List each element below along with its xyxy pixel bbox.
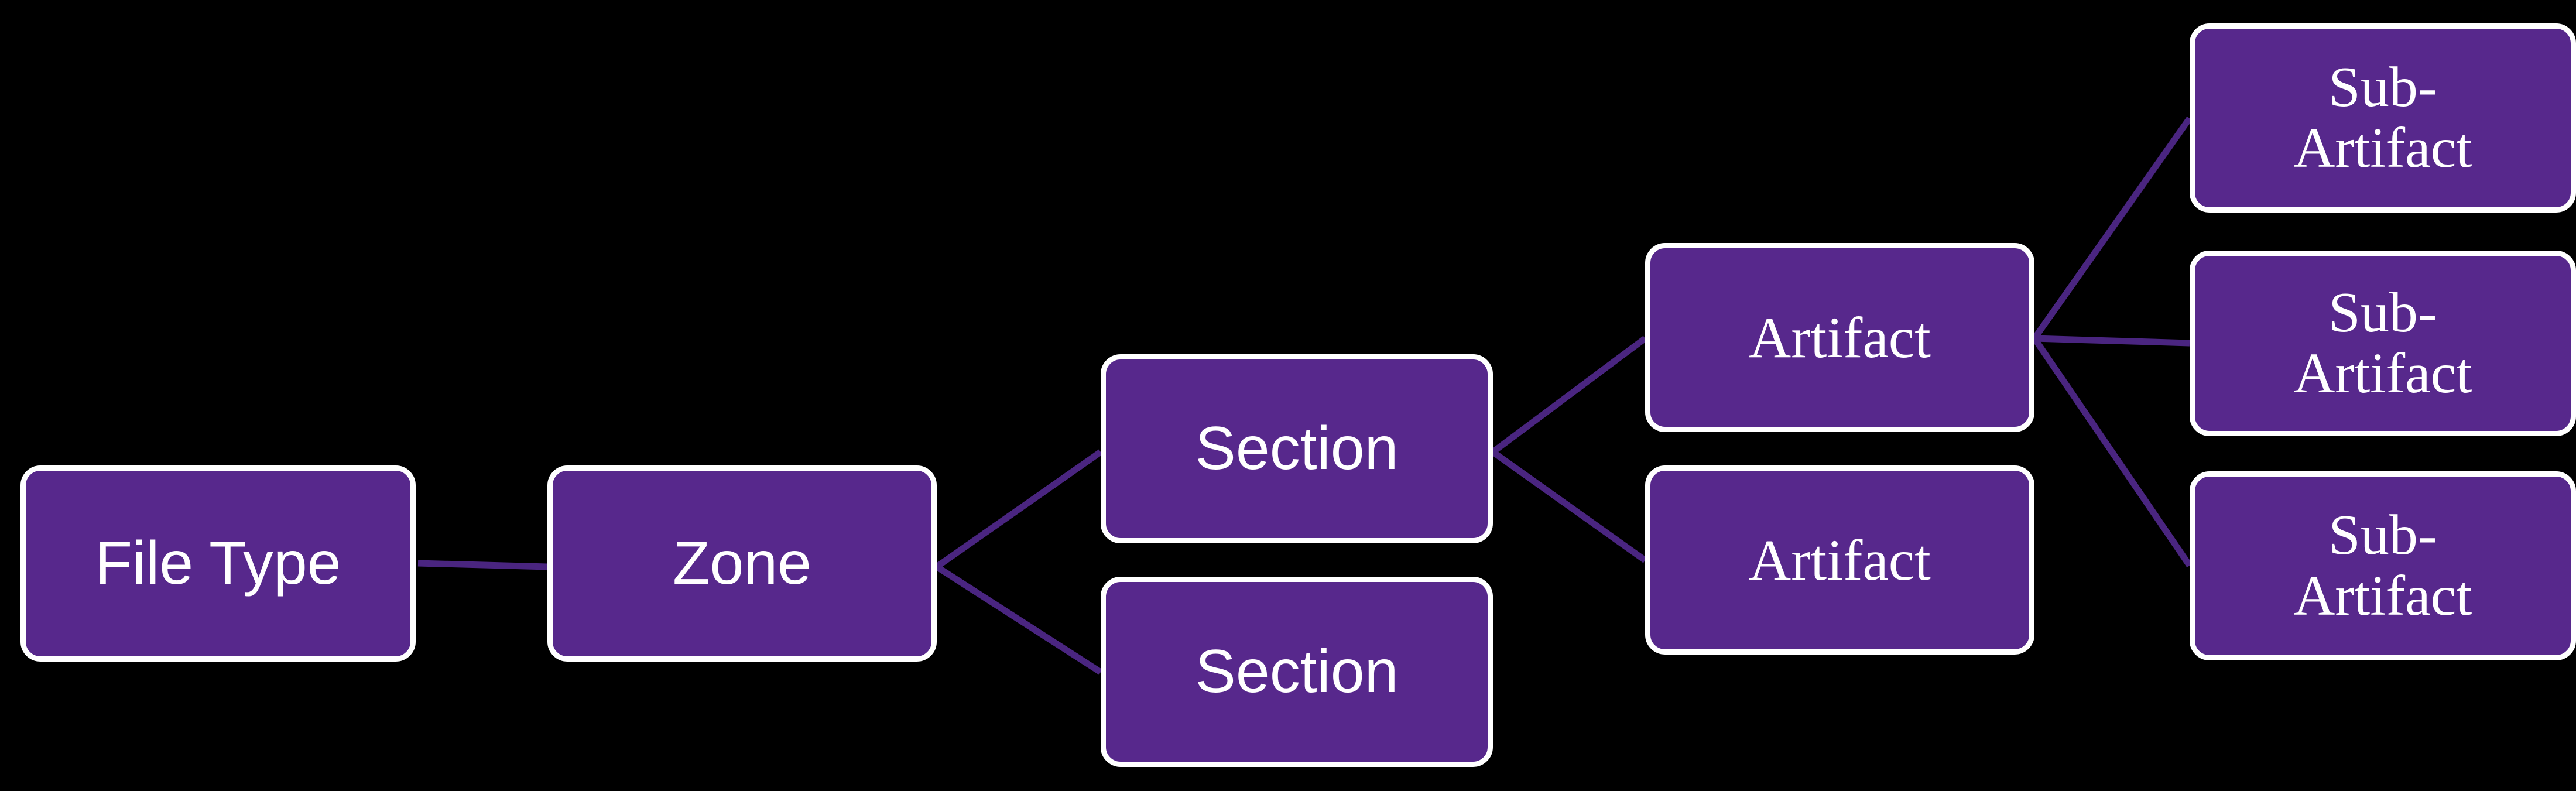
node-label-file-type: File Type <box>95 529 341 598</box>
node-label-artifact-2: Artifact <box>1749 527 1931 593</box>
node-file-type[interactable]: File Type <box>20 465 416 662</box>
node-label-section-1: Section <box>1195 415 1399 483</box>
node-sub-artifact-1[interactable]: Sub- Artifact <box>2190 23 2576 213</box>
node-section-2[interactable]: Section <box>1101 577 1493 767</box>
edge-artifact1-sub3 <box>2032 336 2193 568</box>
edge-zone-section1 <box>934 449 1103 570</box>
node-artifact-1[interactable]: Artifact <box>1645 243 2034 432</box>
node-label-section-2: Section <box>1195 638 1399 706</box>
node-section-1[interactable]: Section <box>1101 354 1493 543</box>
edge-artifact1-sub1 <box>2032 116 2193 341</box>
node-label-sub-artifact-3: Sub- Artifact <box>2293 503 2472 628</box>
node-artifact-2[interactable]: Artifact <box>1645 465 2034 655</box>
node-label-sub-artifact-1: Sub- Artifact <box>2293 55 2472 180</box>
edge-section1-artifact2 <box>1491 449 1647 563</box>
node-sub-artifact-3[interactable]: Sub- Artifact <box>2190 471 2576 660</box>
edge-artifact1-sub2 <box>2034 335 2190 347</box>
node-zone[interactable]: Zone <box>547 465 937 662</box>
node-sub-artifact-2[interactable]: Sub- Artifact <box>2190 251 2576 436</box>
edge-filetype-zone <box>417 560 548 570</box>
node-label-sub-artifact-2: Sub- Artifact <box>2293 280 2472 405</box>
edge-zone-section2 <box>935 564 1102 675</box>
edge-section1-artifact1 <box>1491 335 1647 455</box>
node-label-artifact-1: Artifact <box>1749 304 1931 370</box>
node-label-zone: Zone <box>672 529 812 598</box>
